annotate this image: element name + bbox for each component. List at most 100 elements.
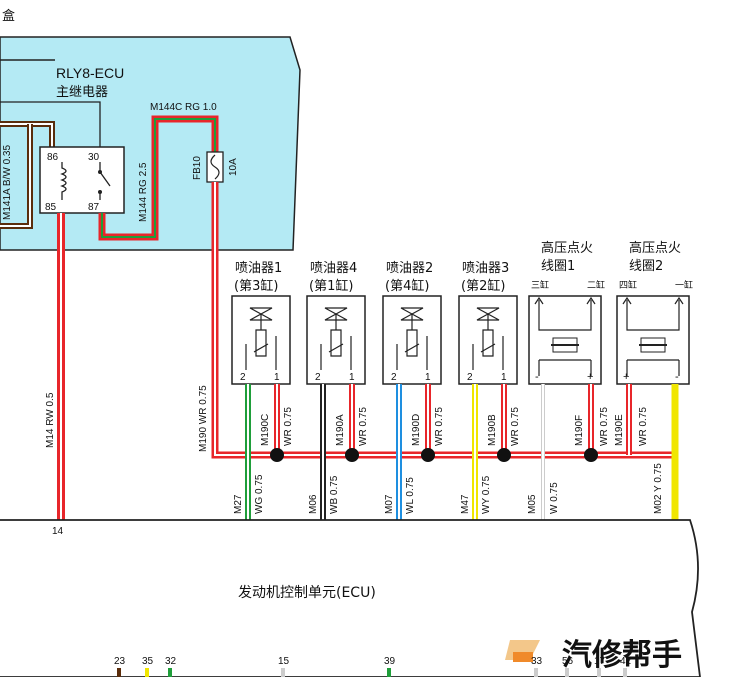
ecu-bottom-pin: 56 — [562, 656, 574, 667]
ecu-label: 发动机控制单元(ECU) — [238, 585, 376, 601]
wire-label: M190D — [411, 414, 422, 446]
wire-label: WY 0.75 — [481, 475, 492, 514]
relay-pin-85: 85 — [45, 202, 57, 213]
splice-dot — [270, 448, 284, 462]
injector-cylinder: (第3缸) — [234, 278, 278, 294]
wire-label: WL 0.75 — [405, 477, 416, 514]
ecu-body — [0, 519, 701, 677]
wire-label: M190B — [487, 414, 498, 446]
injector-valve-icon — [249, 307, 273, 330]
injector-body — [306, 295, 366, 385]
injector-internal-wire — [245, 336, 277, 370]
injector-name: 喷油器3 — [462, 261, 509, 276]
ecu-pin-14: 14 — [52, 526, 64, 537]
coil-terminal-left: + — [623, 371, 629, 383]
injector-solenoid-icon — [253, 329, 269, 357]
coil-terminal-right: - — [675, 371, 679, 383]
injector-body — [382, 295, 442, 385]
fuse-icon — [210, 154, 220, 180]
injector-pin-2: 2 — [467, 372, 473, 383]
injector-solenoid-icon — [328, 329, 344, 357]
wire-control — [0, 101, 101, 150]
ecu-bottom-pin: 23 — [114, 656, 126, 667]
wire-label: WR 0.75 — [358, 407, 369, 446]
injector-body — [458, 295, 518, 385]
fuse-code: FB10 — [192, 156, 203, 180]
coil-cyl-right: 二缸 — [587, 279, 605, 291]
injector-pin-2: 2 — [391, 372, 397, 383]
ecu-bottom-pin: 42 — [620, 656, 632, 667]
splice-dot — [421, 448, 435, 462]
injector-valve-icon — [400, 307, 424, 330]
injector-cylinder: (第1缸) — [309, 278, 353, 294]
injector-name: 喷油器4 — [310, 261, 357, 276]
splice-dot — [497, 448, 511, 462]
coil-name: 高压点火 — [629, 240, 681, 256]
wire-label-m14: M14 RW 0.5 — [45, 392, 56, 448]
coil-cyl-right: 一缸 — [675, 279, 693, 291]
wire-m190 — [211, 182, 672, 459]
relay-pin-86: 86 — [47, 152, 59, 163]
relay-code: RLY8-ECU — [56, 65, 124, 81]
wire-label: WG 0.75 — [254, 474, 265, 514]
relay-box-panel — [0, 36, 301, 251]
ecu-bottom-pin: 15 — [278, 656, 290, 667]
ecu-bottom-pin: 17 — [594, 656, 606, 667]
relay-pin-87: 87 — [88, 202, 100, 213]
coil-winding-lines — [538, 300, 592, 376]
injector-pin-1: 1 — [425, 372, 431, 383]
wire-m144 — [98, 115, 219, 241]
relay-pin-30: 30 — [88, 152, 100, 163]
coil-winding-lines — [626, 300, 680, 376]
wire-label: WR 0.75 — [283, 407, 294, 446]
injector-pin-1: 1 — [274, 372, 280, 383]
coil-name: 线圈1 — [541, 259, 575, 274]
corner-text: 盒 — [2, 8, 15, 24]
injector-pin-1: 1 — [349, 372, 355, 383]
injector-internal-wire — [320, 336, 352, 370]
wire-label: M190F — [574, 415, 585, 446]
injector-solenoid-icon — [404, 329, 420, 357]
wire-label-m144c: M144C RG 1.0 — [150, 102, 217, 113]
injector-valve-icon — [324, 307, 348, 330]
injector-valve-icon — [476, 307, 500, 330]
wire-label: WB 0.75 — [329, 475, 340, 514]
wire-label: WR 0.75 — [510, 407, 521, 446]
wire-label: WR 0.75 — [599, 407, 610, 446]
watermark-text: 汽修帮手 — [562, 638, 682, 673]
injector-pin-1: 1 — [501, 372, 507, 383]
injector-body — [231, 295, 291, 385]
wire-m141a — [0, 121, 55, 229]
relay-name: 主继电器 — [56, 85, 108, 100]
wire-label: W 0.75 — [549, 482, 560, 514]
connector-label: M06 — [308, 494, 319, 514]
watermark-logo: 汽修帮手 — [505, 638, 682, 673]
wire-label: WR 0.75 — [434, 407, 445, 446]
ecu-bottom-pin: 33 — [531, 656, 543, 667]
coil-cyl-left: 四缸 — [619, 279, 637, 291]
splice-dot — [345, 448, 359, 462]
injector-cylinder: (第2缸) — [461, 278, 505, 294]
connector-label: M02 Y 0.75 — [653, 463, 664, 514]
wire-label-m190: M190 WR 0.75 — [198, 385, 209, 452]
wire-label: M190E — [614, 414, 625, 446]
relay-coil-icon — [60, 162, 67, 200]
splice-dot — [584, 448, 598, 462]
coil-name: 线圈2 — [629, 259, 663, 274]
connector-label: M07 — [384, 494, 395, 514]
coil-terminal-left: - — [535, 371, 539, 383]
injector-cylinder: (第4缸) — [385, 278, 429, 294]
coil-output-arrow-icon — [534, 296, 596, 305]
connector-label: M05 — [527, 494, 538, 514]
injector-internal-wire — [396, 336, 428, 370]
fuse-rating: 10A — [228, 158, 239, 176]
wire-label: M190C — [260, 414, 271, 446]
wire-label: M190A — [335, 414, 346, 446]
injector-name: 喷油器1 — [235, 261, 282, 276]
ecu-bottom-pin: 35 — [142, 656, 154, 667]
injector-solenoid-icon — [480, 329, 496, 357]
coil-cyl-left: 三缸 — [531, 279, 549, 291]
coil-terminal-right: + — [587, 371, 593, 383]
